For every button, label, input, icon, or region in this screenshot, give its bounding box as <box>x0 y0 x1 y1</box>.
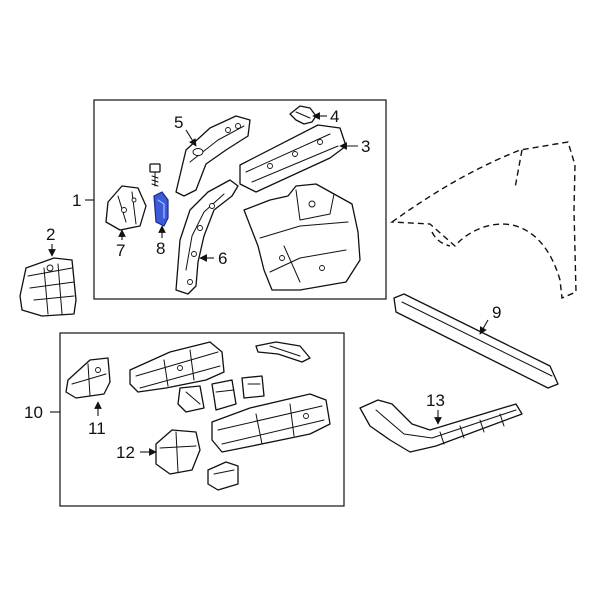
front-member-upper[interactable] <box>129 341 225 393</box>
callout-4[interactable]: 4 <box>330 107 339 126</box>
part-13-apron-lower[interactable] <box>359 399 523 453</box>
bolt[interactable] <box>149 163 161 187</box>
small-bracket-e[interactable] <box>207 461 239 491</box>
callout-2[interactable]: 2 <box>46 225 55 244</box>
callout-12[interactable]: 12 <box>116 443 135 462</box>
small-bracket-b[interactable] <box>177 385 205 413</box>
callout-8[interactable]: 8 <box>156 239 165 258</box>
part-7-bracket[interactable] <box>105 185 147 231</box>
part-4-clip[interactable] <box>289 105 317 125</box>
part-12-block[interactable] <box>155 429 201 475</box>
part-3-upper-reinforcement[interactable] <box>239 124 347 193</box>
callout-3[interactable]: 3 <box>361 137 370 156</box>
part-9-rail[interactable] <box>393 293 559 389</box>
side-member-lower[interactable] <box>211 393 331 453</box>
part-11-bracket[interactable] <box>65 357 111 399</box>
fender-outline <box>389 141 577 300</box>
callout-1[interactable]: 1 <box>72 191 81 210</box>
callout-13[interactable]: 13 <box>426 391 445 410</box>
part-8-highlighted[interactable] <box>153 191 169 227</box>
part-2-bracket[interactable] <box>19 257 77 317</box>
callout-11[interactable]: 11 <box>88 419 106 438</box>
callout-6[interactable]: 6 <box>218 249 227 268</box>
callout-7[interactable]: 7 <box>116 241 125 260</box>
part-1-apron-panel[interactable] <box>243 183 361 291</box>
callout-10[interactable]: 10 <box>24 403 43 422</box>
callout-9[interactable]: 9 <box>492 303 501 322</box>
part-5-apron-upper[interactable] <box>175 115 251 197</box>
callout-5[interactable]: 5 <box>174 113 183 132</box>
small-bracket-d[interactable] <box>241 375 265 399</box>
part-6-wheel-apron[interactable] <box>175 179 239 295</box>
small-bracket-c[interactable] <box>211 379 237 411</box>
small-bracket-a[interactable] <box>255 341 311 363</box>
group-box-10 <box>59 332 345 507</box>
